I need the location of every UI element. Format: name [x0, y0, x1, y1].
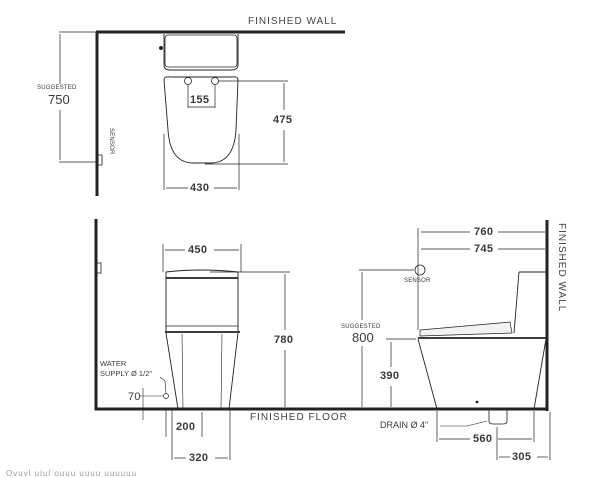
overall-depth-dim: 760 [474, 226, 494, 238]
tank-width-dim: 450 [188, 244, 208, 256]
suggested-height-800: 800 [352, 330, 374, 345]
finished-wall-label-side: FINISHED WALL [556, 223, 567, 313]
suggested-label-top: SUGGESTED [37, 85, 77, 91]
top-width-dim: 430 [190, 182, 210, 194]
water-supply-size-label: SUPPLY Ø 1/2" [100, 369, 152, 378]
water-supply-label: WATER [100, 359, 127, 368]
depth-dim: 745 [474, 243, 494, 255]
sensor-label-top: SENSOR [108, 128, 114, 155]
supply-height-dim: 70 [128, 391, 141, 403]
base-width-dim: 320 [189, 452, 209, 464]
rough-in-dim: 305 [512, 451, 532, 463]
total-height-dim: 780 [272, 334, 296, 346]
cut-off-footer-text: Ovuvl ulul ouuu uuuu uuuuuu [6, 469, 138, 478]
finished-floor-label: FINISHED FLOOR [250, 412, 348, 423]
drain-label: DRAIN Ø 4" [380, 420, 429, 430]
seat-height-dim: 390 [380, 370, 400, 382]
finished-wall-label-top: FINISHED WALL [248, 16, 338, 27]
sensor-label-side: SENSOR [404, 278, 431, 284]
suggested-label-side: SUGGESTED [341, 324, 381, 330]
supply-offset-dim: 200 [176, 421, 196, 433]
base-depth-dim: 560 [473, 433, 493, 445]
bolt-to-front-dim: 475 [273, 114, 293, 126]
bolt-spacing-dim: 155 [190, 94, 210, 106]
suggested-height-750: 750 [48, 92, 70, 107]
